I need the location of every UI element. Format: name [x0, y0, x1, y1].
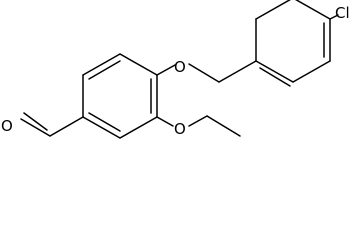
bond: [82, 53, 121, 76]
bond: [82, 116, 121, 139]
bond: [292, 60, 331, 83]
ethoxy-oxygen-label: O: [174, 120, 186, 138]
bond: [188, 63, 220, 83]
aldehyde-oxygen-label: O: [1, 117, 13, 135]
bond: [329, 14, 339, 20]
bond: [255, 60, 294, 83]
bond: [119, 53, 158, 76]
bond: [206, 115, 241, 137]
bond: [218, 60, 257, 83]
bond: [295, 0, 331, 20]
bond: [23, 112, 48, 131]
bond: [156, 116, 174, 127]
structure-diagram: Cl O O O: [1, 0, 350, 139]
bond: [259, 67, 291, 87]
bond: [88, 60, 121, 80]
bond: [49, 116, 84, 137]
ether-oxygen-label: O: [174, 58, 186, 76]
bond: [255, 0, 291, 20]
atom-labels: Cl O O O: [1, 4, 350, 138]
chlorine-label: Cl: [335, 4, 350, 22]
bond: [88, 112, 121, 132]
bond: [156, 64, 176, 76]
bond: [119, 116, 158, 139]
bond: [20, 118, 51, 137]
bonds: [20, 0, 339, 139]
molecule-canvas: Cl O O O: [1, 0, 350, 139]
bond: [188, 115, 208, 127]
